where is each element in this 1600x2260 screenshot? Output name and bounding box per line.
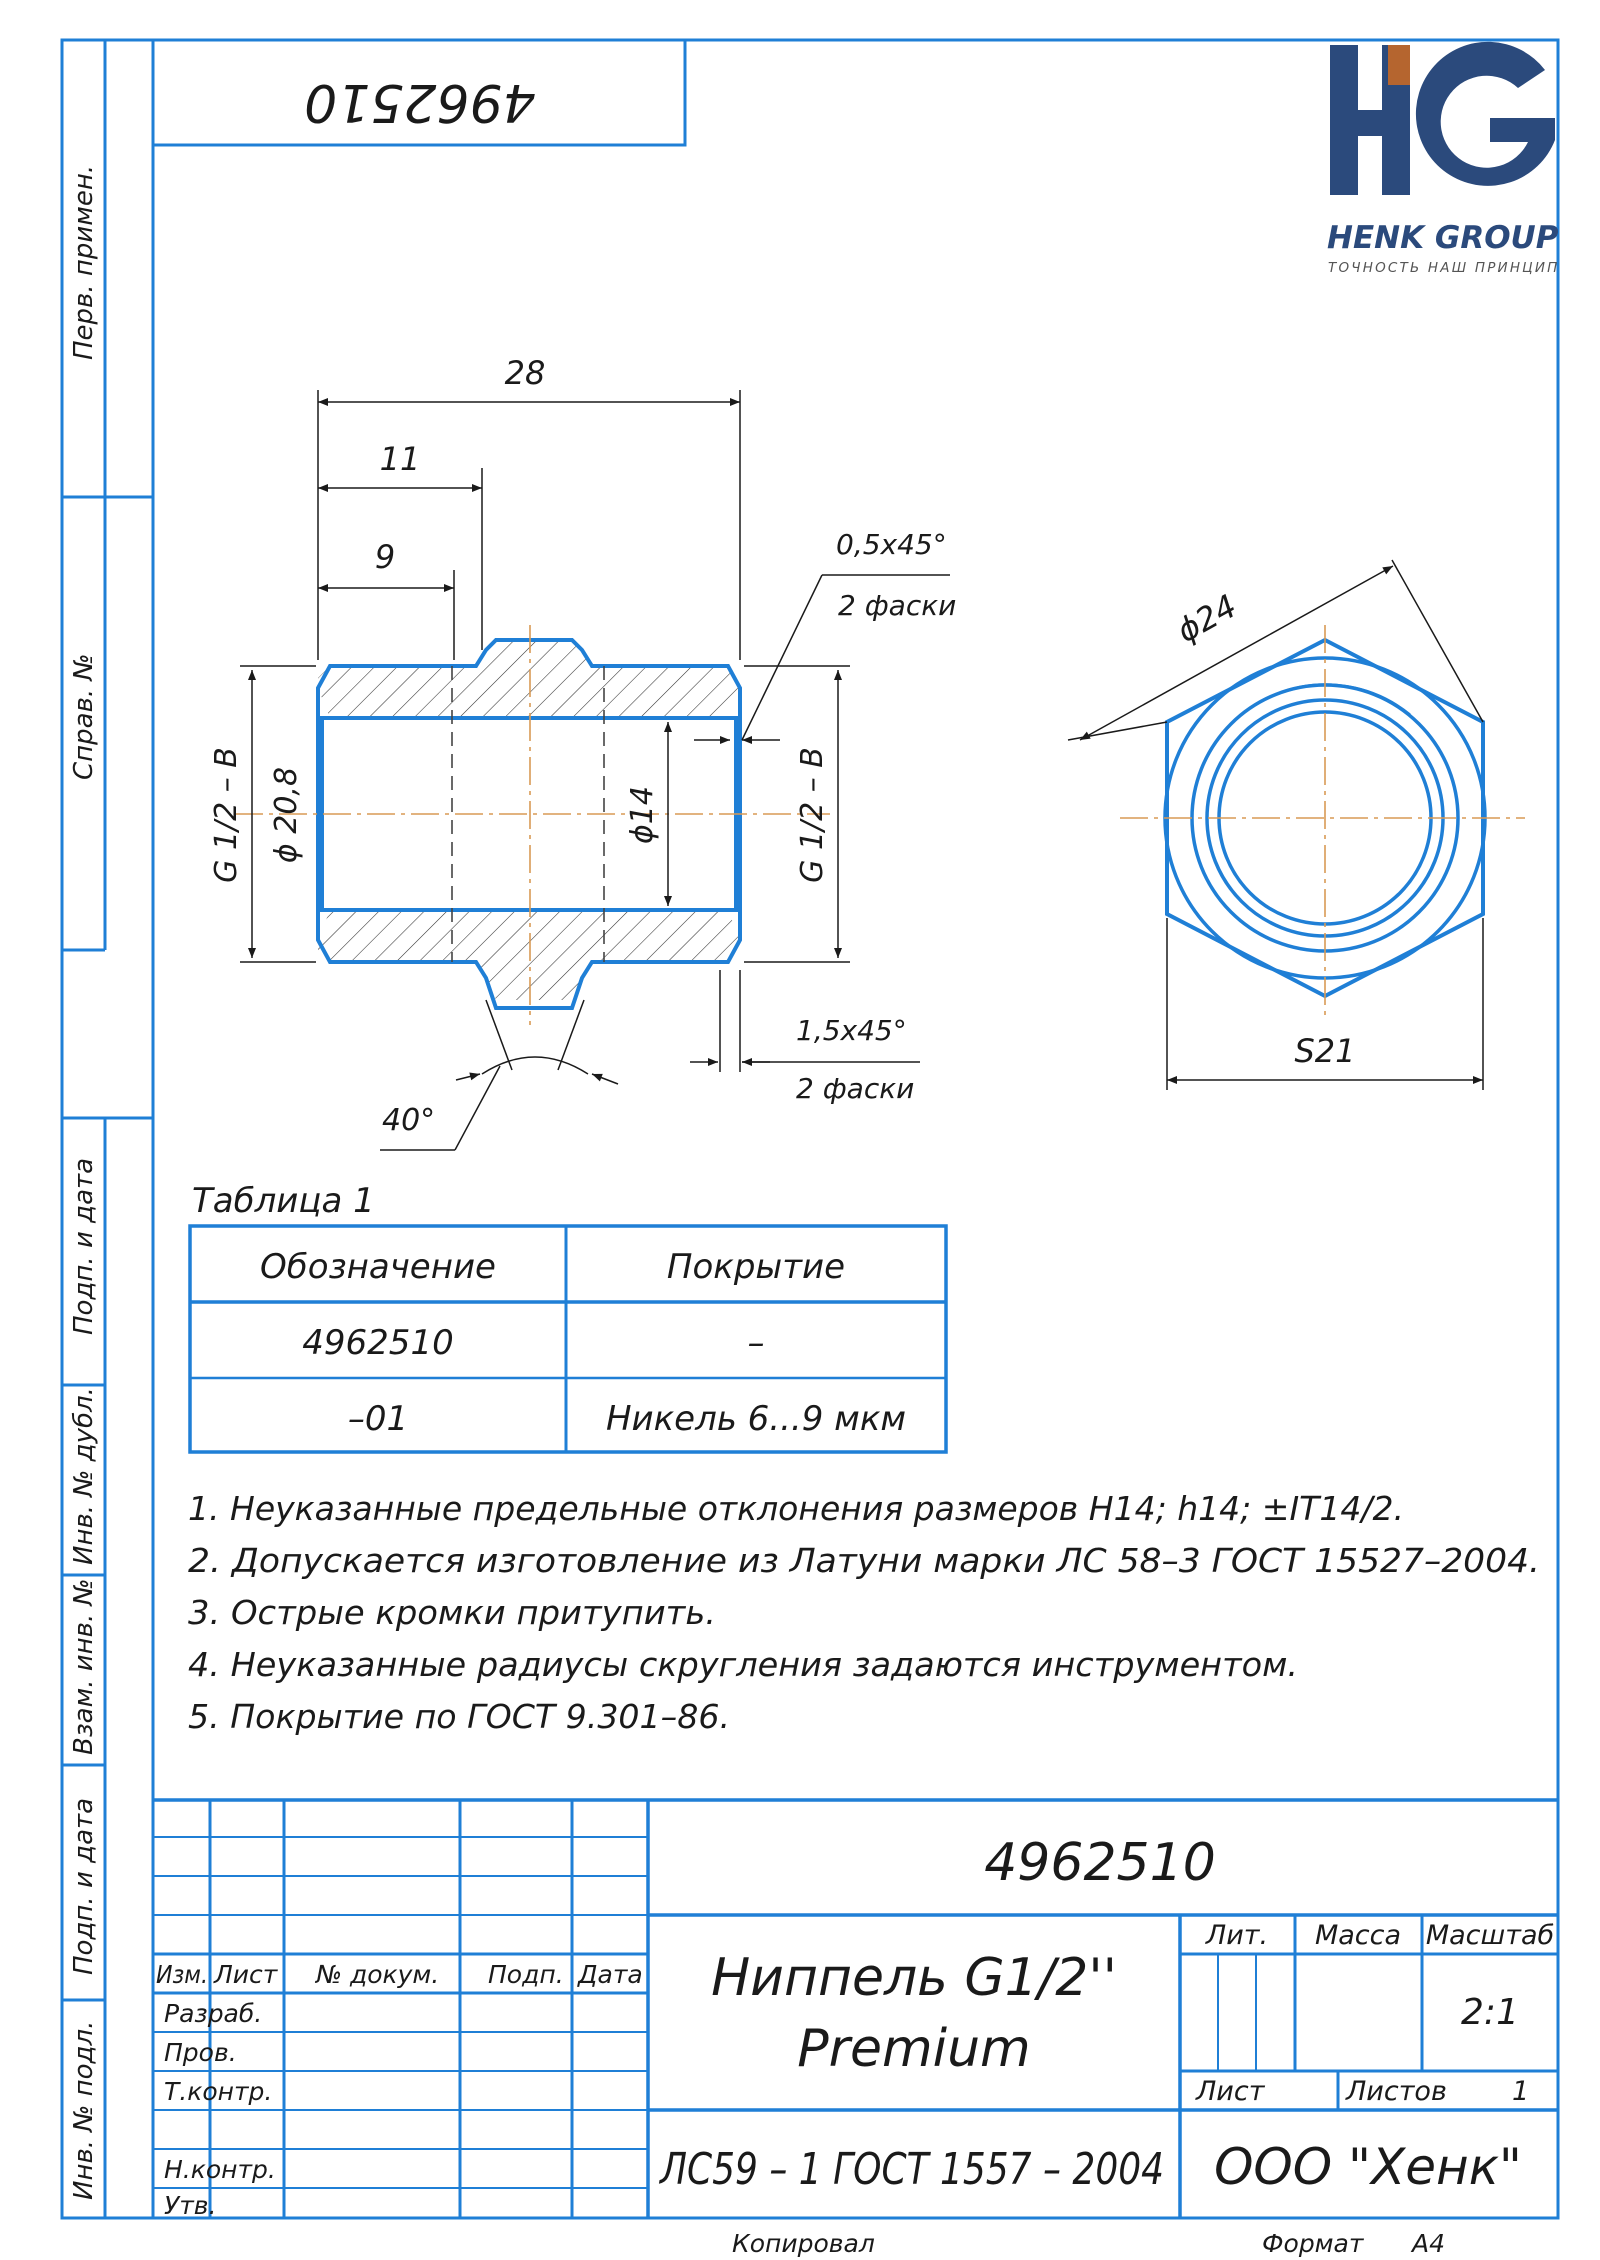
role-tech-control: Т.контр. — [164, 2077, 272, 2106]
table-cell: Никель 6...9 мкм — [606, 1399, 906, 1439]
table-cell: –01 — [348, 1399, 408, 1439]
dim-28: 28 — [505, 354, 546, 392]
top-code-box: 4962510 — [153, 40, 687, 147]
chamfer1: 0,5x45° — [836, 528, 947, 561]
logo-brand: HENK GROUP — [1327, 220, 1559, 256]
material: ЛС59 – 1 ГОСТ 1557 – 2004 — [658, 2144, 1164, 2195]
note-5: 5. Покрытие по ГОСТ 9.301–86. — [188, 1697, 730, 1736]
top-code: 4962510 — [304, 72, 536, 132]
chamfer2-note: 2 фаски — [796, 1072, 914, 1105]
side-label-3: Подп. и дата — [69, 1158, 99, 1335]
dim-9: 9 — [375, 538, 395, 576]
hex-view-dimensions: ϕ24 S21 — [1067, 559, 1484, 1090]
scale-label: Масштаб — [1426, 1920, 1554, 1951]
role-approved: Утв. — [164, 2191, 216, 2220]
dia-20-8: ϕ 20,8 — [269, 767, 304, 863]
thread-left: G 1/2 – B — [209, 747, 244, 883]
angle-40: 40° — [382, 1103, 435, 1138]
side-label-4: Инв. № дубл. — [69, 1387, 99, 1565]
note-2: 2. Допускается изготовление из Латуни ма… — [188, 1541, 1540, 1580]
role-checker: Пров. — [164, 2038, 237, 2067]
nipple-section-view — [235, 625, 830, 1025]
table-header-designation: Обозначение — [260, 1247, 496, 1287]
chamfer1-note: 2 фаски — [838, 589, 956, 622]
doc-code: 4962510 — [984, 1833, 1216, 1893]
logo-tagline: ТОЧНОСТЬ НАШ ПРИНЦИП — [1328, 260, 1560, 276]
dim-11: 11 — [380, 440, 421, 478]
side-labels: Перв. примен. Справ. № Подп. и дата Инв.… — [69, 165, 99, 2200]
sheet-frame — [60, 38, 1560, 2220]
format-label: Формат — [1262, 2229, 1365, 2258]
side-label-1: Перв. примен. — [69, 165, 99, 360]
col-sign: Подп. — [488, 1960, 564, 1989]
sheets-count: 1 — [1512, 2076, 1529, 2107]
format-value: A4 — [1410, 2229, 1445, 2258]
col-list: Лист — [213, 1960, 279, 1989]
side-label-5: Взам. инв. № — [69, 1578, 99, 1755]
role-developer: Разраб. — [164, 1999, 262, 2028]
part-name-sub: Premium — [797, 2019, 1030, 2079]
col-izm: Изм. — [156, 1960, 208, 1989]
copied-label: Копировал — [732, 2229, 875, 2258]
part-name: Ниппель G1/2'' — [711, 1948, 1117, 2008]
table-header-coating: Покрытие — [667, 1247, 845, 1287]
company: ООО "Хенк" — [1214, 2138, 1522, 2196]
note-3: 3. Острые кромки притупить. — [188, 1593, 716, 1632]
chamfer2: 1,5x45° — [796, 1014, 907, 1047]
col-doc: № докум. — [314, 1960, 439, 1989]
side-label-2: Справ. № — [69, 654, 99, 780]
dia-14: ϕ14 — [625, 786, 660, 844]
col-date: Дата — [577, 1960, 643, 1989]
title-block: Изм. Лист № докум. Подп. Дата Разраб. Пр… — [153, 1798, 1558, 2220]
dia-24: ϕ24 — [1170, 587, 1242, 650]
table-cell: 4962510 — [302, 1323, 453, 1363]
thread-right: G 1/2 – B — [795, 747, 830, 883]
side-label-6: Подп. и дата — [69, 1798, 99, 1975]
mass-label: Масса — [1315, 1920, 1401, 1951]
table-caption: Таблица 1 — [192, 1181, 375, 1221]
side-label-7: Инв. № подл. — [69, 2021, 99, 2200]
table-cell: – — [748, 1323, 765, 1363]
hex-s21: S21 — [1294, 1032, 1355, 1070]
sheet-label: Лист — [1195, 2076, 1266, 2107]
note-4: 4. Неуказанные радиусы скругления задают… — [188, 1645, 1298, 1684]
footer: Копировал Формат A4 — [732, 2229, 1445, 2258]
henk-group-logo: HENK GROUP ТОЧНОСТЬ НАШ ПРИНЦИП — [1327, 41, 1560, 276]
role-norm-control: Н.контр. — [164, 2155, 276, 2184]
scale-value: 2:1 — [1461, 1992, 1519, 2033]
sheets-label: Листов — [1345, 2076, 1447, 2107]
note-1: 1. Неуказанные предельные отклонения раз… — [188, 1489, 1404, 1528]
side-view-dimensions: 28 11 9 G 1/2 – B ϕ 20,8 G 1/2 – B ϕ14 0… — [209, 354, 956, 1151]
coating-table: Таблица 1 Обозначение Покрытие 4962510 –… — [188, 1181, 948, 1454]
lit-label: Лит. — [1205, 1920, 1268, 1951]
technical-notes: 1. Неуказанные предельные отклонения раз… — [188, 1489, 1540, 1736]
